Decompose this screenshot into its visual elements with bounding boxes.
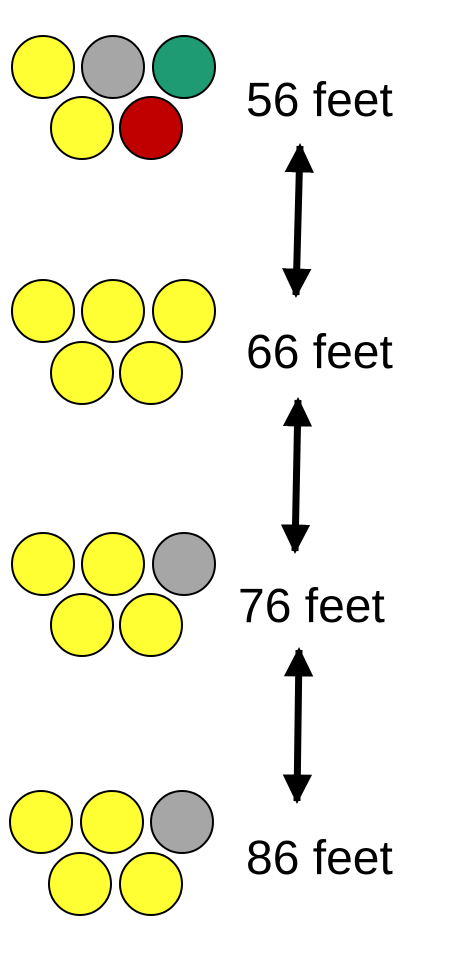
circle-2-4 bbox=[50, 341, 114, 405]
circle-2-5 bbox=[119, 341, 183, 405]
circle-3-5 bbox=[119, 593, 183, 657]
circle-1-1 bbox=[11, 35, 75, 99]
circle-4-4 bbox=[48, 852, 112, 916]
circle-1-5 bbox=[119, 96, 183, 160]
circle-group-3 bbox=[11, 532, 216, 657]
circle-4-3 bbox=[150, 790, 214, 854]
circle-2-3 bbox=[152, 279, 216, 343]
circle-group-1 bbox=[11, 35, 216, 160]
distance-label-76: 76 feet bbox=[238, 580, 385, 633]
circle-4-1 bbox=[9, 790, 73, 854]
circle-2-2 bbox=[81, 279, 145, 343]
circle-4-2 bbox=[80, 790, 144, 854]
circle-4-5 bbox=[119, 852, 183, 916]
double-arrow-icon bbox=[282, 143, 314, 298]
circle-group-4 bbox=[9, 790, 214, 916]
circle-group-2 bbox=[11, 279, 216, 405]
circle-2-1 bbox=[11, 279, 75, 343]
distance-label-66: 66 feet bbox=[246, 326, 393, 379]
circle-1-4 bbox=[50, 96, 114, 160]
circle-3-2 bbox=[81, 532, 145, 596]
circle-3-3 bbox=[152, 532, 216, 596]
circle-1-2 bbox=[81, 35, 145, 99]
circle-3-1 bbox=[11, 532, 75, 596]
circle-1-3 bbox=[152, 35, 216, 99]
circle-3-4 bbox=[50, 593, 114, 657]
double-arrow-icon bbox=[282, 647, 314, 804]
distance-label-56: 56 feet bbox=[246, 74, 393, 127]
double-arrow-icon bbox=[280, 397, 313, 554]
distance-label-86: 86 feet bbox=[246, 832, 393, 885]
